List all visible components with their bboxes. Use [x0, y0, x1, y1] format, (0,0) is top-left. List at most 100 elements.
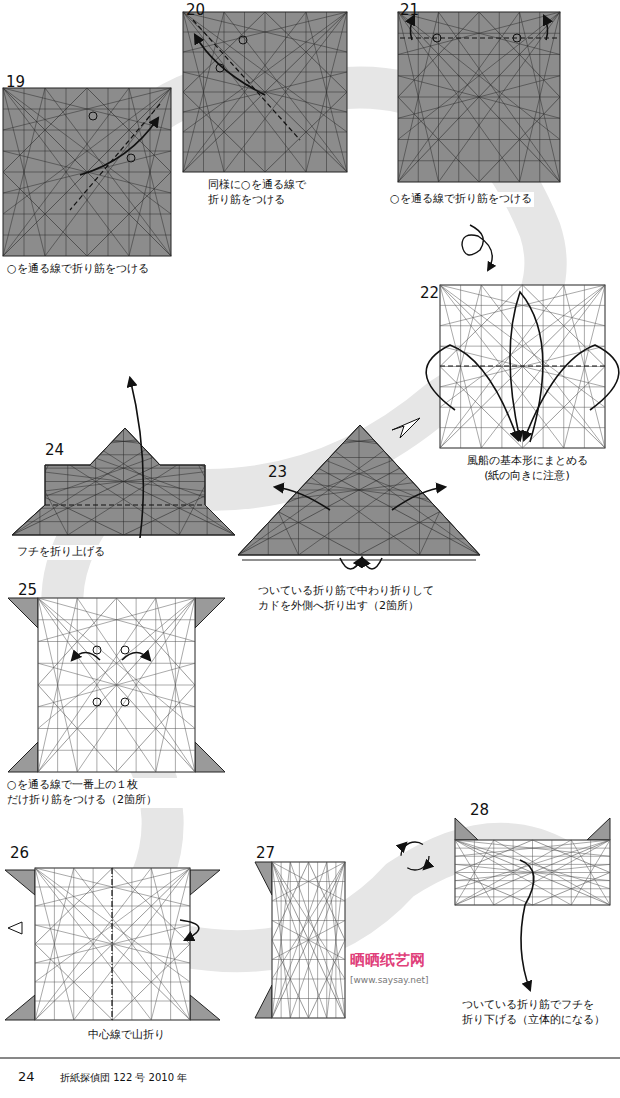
crease-line	[156, 598, 195, 772]
crease-line	[38, 728, 195, 729]
crease-line	[455, 880, 610, 881]
fold-arrow	[122, 653, 150, 661]
paper-square	[38, 598, 195, 772]
reference-circle	[121, 698, 129, 706]
crease-line	[455, 840, 533, 873]
crease-line	[3, 88, 45, 256]
folded-shape	[12, 428, 235, 535]
crease-line	[398, 139, 560, 140]
rotate-symbol	[401, 842, 429, 870]
crease-line	[38, 598, 77, 772]
crease-line	[265, 92, 347, 172]
instruction-text: ○を通る線で一番上の１枚 だけ折り筋をつける（2箇所）	[5, 778, 184, 808]
crease-line	[179, 428, 235, 535]
crease-line	[455, 840, 571, 905]
flap	[455, 818, 478, 840]
crease-line	[272, 921, 345, 960]
fold-line	[440, 365, 605, 366]
crease-line	[272, 862, 309, 940]
reference-circle	[127, 154, 135, 162]
crease-line	[38, 663, 195, 707]
crease-group	[272, 862, 345, 1018]
crease-line	[117, 685, 196, 772]
crease-line	[35, 868, 190, 1020]
crease-line	[306, 12, 307, 172]
crease-line	[306, 12, 347, 172]
crease-group	[3, 88, 171, 256]
crease-group	[398, 12, 560, 182]
crease-line	[151, 868, 190, 1020]
crease-line	[183, 12, 347, 52]
crease-line	[479, 12, 560, 97]
reference-circle	[239, 36, 247, 44]
crease-line	[38, 598, 195, 772]
fold-arrow	[275, 487, 330, 510]
crease-line	[455, 840, 571, 905]
crease-group	[38, 598, 195, 772]
flap	[255, 985, 272, 1018]
crease-line	[272, 862, 345, 901]
crease-line	[238, 425, 480, 458]
paper-square	[3, 88, 171, 256]
crease-group	[35, 868, 190, 1020]
crease-line	[290, 862, 345, 1018]
crease-line	[309, 862, 346, 940]
crease-line	[398, 76, 560, 119]
crease-line	[38, 750, 195, 751]
fold-line	[70, 104, 160, 210]
paper-square	[440, 285, 605, 448]
fold-arrow	[72, 653, 100, 661]
crease-line	[523, 285, 606, 367]
crease-line	[299, 425, 481, 555]
crease-line	[117, 598, 196, 685]
crease-line	[35, 868, 151, 1020]
crease-line	[3, 193, 171, 194]
page-number: 24	[18, 1068, 35, 1086]
reference-circle	[121, 646, 129, 654]
crease-line	[129, 88, 171, 256]
crease-line	[129, 88, 130, 256]
crease-line	[272, 862, 290, 1018]
crease-line	[35, 868, 74, 1020]
reference-circle	[93, 698, 101, 706]
paper-edge	[242, 560, 476, 561]
flap	[8, 742, 38, 772]
crease-line	[440, 407, 605, 408]
crease-line	[38, 598, 156, 772]
crease-line	[299, 425, 481, 555]
flap	[195, 742, 225, 772]
crease-line	[3, 88, 171, 256]
instruction-text: 同様に○を通る線で 折り筋をつける	[206, 178, 322, 208]
crease-line	[238, 425, 420, 555]
crease-line	[35, 868, 113, 944]
fold-arrow	[362, 558, 382, 569]
crease-line	[398, 12, 560, 182]
crease-line	[38, 598, 195, 772]
crease-line	[77, 598, 195, 772]
step-number: 24	[45, 440, 64, 460]
fold-arrow	[524, 345, 619, 440]
crease-line	[12, 428, 124, 482]
crease-line	[398, 118, 560, 119]
crease-line	[494, 840, 610, 905]
crease-line	[38, 598, 195, 729]
crease-line	[359, 490, 480, 555]
crease-line	[12, 428, 235, 535]
flap	[587, 818, 610, 840]
crease-line	[183, 12, 265, 92]
crease-line	[272, 862, 345, 1018]
reference-circle	[93, 646, 101, 654]
crease-line	[440, 427, 605, 428]
instruction-text: 風船の基本形にまとめる (紙の向きに注意)	[452, 454, 602, 484]
fold-arrow	[544, 16, 548, 40]
paper-square	[35, 868, 190, 1020]
crease-line	[238, 490, 359, 555]
crease-line	[272, 862, 327, 1018]
crease-line	[38, 598, 195, 642]
crease-line	[455, 840, 494, 905]
crease-line	[238, 425, 480, 523]
crease-line	[12, 428, 179, 535]
fold-arrow	[410, 16, 414, 40]
flap	[190, 870, 220, 895]
crease-line	[3, 214, 171, 215]
